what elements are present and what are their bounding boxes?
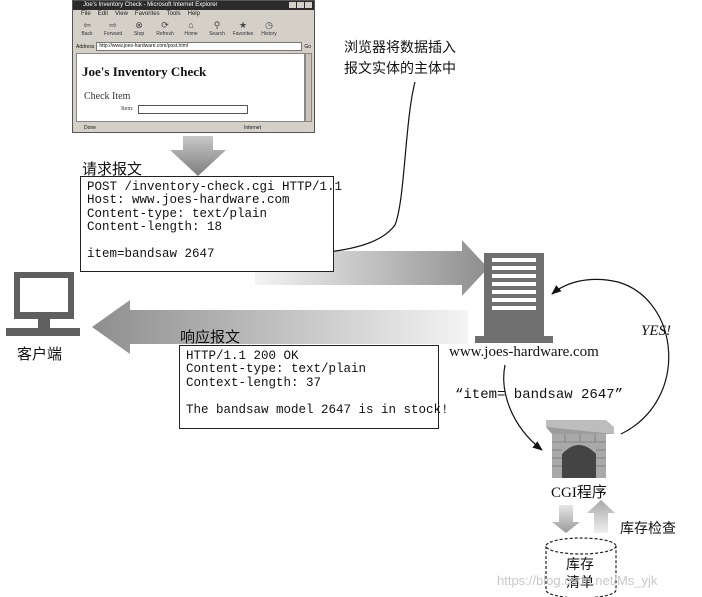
response-line-3 — [186, 390, 432, 403]
browser-window: Joe's Inventory Check - Microsoft Intern… — [72, 0, 315, 133]
response-flow-arrow — [92, 300, 468, 354]
inventory-check-label: 库存检查 — [620, 521, 676, 537]
browser-menu-bar: File Edit View Favorites Tools Help — [81, 11, 200, 17]
refresh-icon: ⟳ — [161, 20, 169, 30]
history-button[interactable]: ◷History — [261, 20, 277, 37]
menu-tools[interactable]: Tools — [166, 11, 181, 17]
insert-annotation-line-1: 浏览器将数据插入 — [344, 40, 456, 56]
history-icon: ◷ — [265, 20, 273, 30]
cgi-to-server-arrow — [551, 278, 670, 435]
request-line-3: Content-length: 18 — [87, 220, 223, 235]
back-arrow-icon: ⇦ — [83, 20, 91, 30]
favorites-button[interactable]: ★Favorites — [232, 20, 254, 37]
status-done: Done — [84, 125, 96, 131]
address-label: Address — [76, 43, 95, 50]
cgi-to-db-arrow — [552, 505, 580, 533]
response-line-4: The bandsaw model 2647 is in stock! — [186, 402, 449, 417]
browser-title: Joe's Inventory Check - Microsoft Intern… — [83, 2, 218, 8]
request-line-1: Host: www.joes-hardware.com — [87, 193, 290, 208]
back-button[interactable]: ⇦Back — [81, 20, 93, 37]
client-computer-icon — [6, 272, 80, 336]
close-icon[interactable] — [305, 2, 312, 8]
browser-status-bar: Done Internet — [76, 124, 311, 132]
response-label: 响应报文 — [180, 328, 241, 346]
minimize-icon[interactable] — [289, 2, 296, 8]
inventory-database-icon — [545, 537, 617, 597]
forward-button[interactable]: ⇨Forward — [103, 20, 123, 37]
server-label: www.joes-hardware.com — [449, 344, 599, 360]
browser-to-request-arrow — [170, 136, 226, 176]
cgi-label: CGI程序 — [551, 485, 607, 501]
browser-scrollbar[interactable] — [305, 53, 312, 122]
menu-file[interactable]: File — [81, 11, 91, 17]
search-button[interactable]: ⚲Search — [209, 20, 225, 37]
inventory-db-label-line-1: 库存 — [566, 557, 594, 573]
request-line-0: POST /inventory-check.cgi HTTP/1.1 — [87, 180, 343, 194]
server-icon — [475, 253, 553, 343]
request-line-2: Content-type: text/plain — [87, 206, 268, 221]
item-input[interactable] — [138, 105, 248, 114]
go-button[interactable]: Go — [304, 43, 311, 50]
db-to-cgi-arrow — [587, 500, 615, 533]
maximize-icon[interactable] — [297, 2, 304, 8]
server-to-cgi-arrow — [503, 364, 543, 451]
menu-help[interactable]: Help — [187, 11, 200, 17]
status-zone: Internet — [244, 125, 261, 131]
menu-edit[interactable]: Edit — [97, 11, 109, 17]
inventory-db-label: 库存 清单 — [566, 556, 594, 592]
insert-annotation: 浏览器将数据插入 报文实体的主体中 — [344, 38, 456, 80]
home-icon: ⌂ — [188, 20, 194, 30]
refresh-button[interactable]: ⟳Refresh — [156, 20, 174, 37]
stop-button[interactable]: ⊗Stop — [133, 20, 145, 37]
browser-toolbar: ⇦Back ⇨Forward ⊗Stop ⟳Refresh ⌂Home ⚲Sea… — [77, 20, 309, 40]
address-input[interactable]: http://www.joes-hardware.com/post.html — [96, 42, 303, 51]
cgi-program-icon — [546, 420, 614, 478]
request-line-5: item=bandsaw 2647 — [87, 247, 215, 262]
request-label: 请求报文 — [82, 160, 143, 178]
search-icon: ⚲ — [213, 20, 221, 30]
browser-title-bar: Joe's Inventory Check - Microsoft Intern… — [73, 1, 314, 10]
forward-arrow-icon: ⇨ — [109, 20, 117, 30]
address-bar: Address http://www.joes-hardware.com/pos… — [76, 42, 311, 51]
stop-icon: ⊗ — [135, 20, 143, 30]
item-label: Item: — [121, 106, 134, 112]
menu-view[interactable]: View — [115, 11, 128, 17]
insert-annotation-line-2: 报文实体的主体中 — [344, 61, 456, 77]
response-line-0: HTTP/1.1 200 OK — [186, 349, 299, 363]
request-line-4 — [87, 235, 327, 248]
cgi-query-text: “item= bandsaw 2647” — [455, 387, 624, 403]
client-label: 客户端 — [17, 345, 63, 363]
home-button[interactable]: ⌂Home — [184, 20, 198, 37]
response-line-2: Context-length: 37 — [186, 375, 322, 390]
watermark: https://blog.csdn.net/Ms_yjk — [497, 573, 658, 588]
inventory-db-label-line-2: 清单 — [566, 575, 594, 591]
browser-viewport: Joe's Inventory Check Check Item Item: — [76, 53, 305, 122]
favorites-icon: ★ — [238, 20, 248, 30]
response-line-1: Content-type: text/plain — [186, 362, 367, 377]
cgi-answer-text: YES! — [641, 323, 671, 339]
form-title: Check Item — [84, 91, 131, 102]
menu-favorites[interactable]: Favorites — [134, 11, 160, 17]
page-heading: Joe's Inventory Check — [82, 64, 207, 79]
